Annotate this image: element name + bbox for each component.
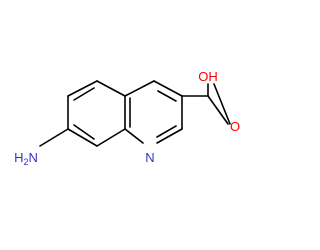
bond-a3-a4 [156, 128, 183, 144]
bond-lines [39, 80, 231, 147]
double-bond-inner-0 [157, 90, 177, 102]
atom-label-oh: OH [198, 69, 218, 84]
atom-label-amine: H2N [14, 150, 38, 167]
bond-b4-a5 [96, 128, 126, 147]
bond-b1-b2 [67, 80, 98, 97]
double-bond-inner-5 [213, 83, 231, 125]
bond-a1-a2 [153, 80, 183, 97]
atom-amine-group: H2N [14, 150, 38, 167]
double-bond-inner-1 [156, 125, 177, 138]
bond-c4a-a1 [124, 80, 155, 97]
atom-o-group: O [230, 119, 240, 134]
double-bond-inner-3 [73, 87, 95, 101]
bond-c4a-b1 [96, 80, 126, 97]
bond-amine [39, 128, 69, 147]
bond-cooh-o_dbl [207, 95, 229, 125]
atom-oh-group: OH [198, 69, 218, 84]
double-bond-inner-4 [73, 124, 95, 140]
atom-label-carbonyl-o: O [230, 119, 240, 134]
bond-b3-b4 [67, 128, 98, 147]
bond-a4-a5 [124, 128, 144, 144]
atom-label-ring-n: N [145, 150, 154, 165]
atom-n-group: N [145, 150, 154, 165]
molecule-structure: OH O N H2N [14, 69, 240, 167]
